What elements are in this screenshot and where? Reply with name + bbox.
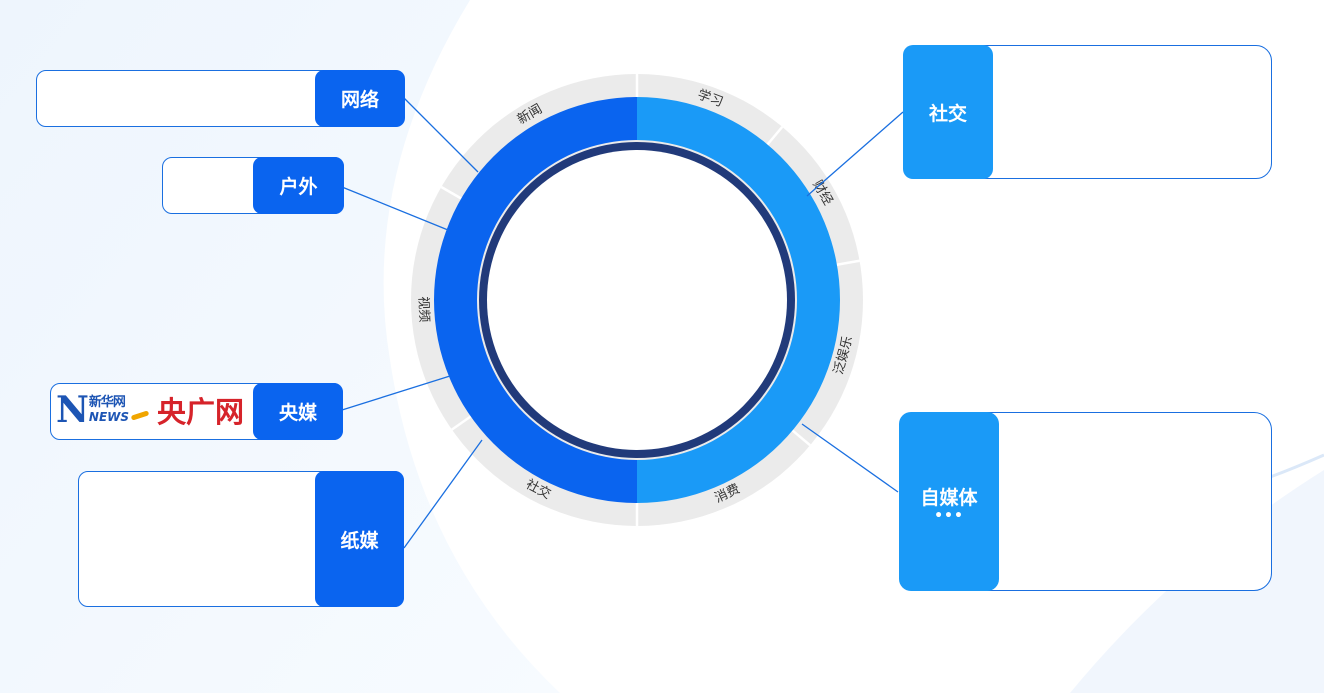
ring-separator xyxy=(833,259,860,267)
connector-lines xyxy=(341,97,904,549)
ring-separator xyxy=(789,427,811,447)
ring-separator xyxy=(440,185,465,202)
central-media-label: 央媒 xyxy=(278,402,317,424)
xinhua-initial: N xyxy=(56,389,89,431)
xinhua-text-cn: 新华网 xyxy=(88,395,126,410)
connector-central-media xyxy=(341,375,451,411)
ring-right-half xyxy=(637,97,840,503)
outdoor-label: 户外 xyxy=(279,176,318,198)
print-label: 纸媒 xyxy=(340,529,379,552)
self-media-label: 自媒体 xyxy=(920,487,978,509)
self-media-tag[interactable]: 自媒体 ••• xyxy=(899,412,999,591)
print-tag[interactable]: 纸媒 xyxy=(315,471,404,607)
xinhua-text-en: NEWS xyxy=(88,410,130,424)
xinhua-swoosh-icon xyxy=(130,409,150,421)
social-tag[interactable]: 社交 xyxy=(903,45,993,179)
self-media-ellipsis: ••• xyxy=(934,508,964,524)
ring-separator xyxy=(451,413,474,431)
network-tag[interactable]: 网络 xyxy=(315,70,405,127)
connector-outdoor xyxy=(341,186,449,231)
social-label: 社交 xyxy=(928,102,967,125)
cnr-logo: 央广网 xyxy=(157,395,245,429)
central-media-logos: N 新华网 NEWS 央广网 xyxy=(56,389,254,431)
connector-network xyxy=(403,97,479,173)
ring-separator xyxy=(764,126,784,148)
connector-print xyxy=(403,439,483,549)
network-label: 网络 xyxy=(340,89,379,111)
connector-self-media xyxy=(801,423,899,493)
center-circle xyxy=(487,150,787,450)
ring-segment-label: 视频 xyxy=(415,296,431,323)
outdoor-tag[interactable]: 户外 xyxy=(253,157,344,214)
ring-left-half xyxy=(433,97,637,503)
connector-social xyxy=(806,111,904,197)
central-media-tag[interactable]: 央媒 xyxy=(253,383,343,440)
xinhua-logo: N 新华网 NEWS xyxy=(56,389,150,431)
